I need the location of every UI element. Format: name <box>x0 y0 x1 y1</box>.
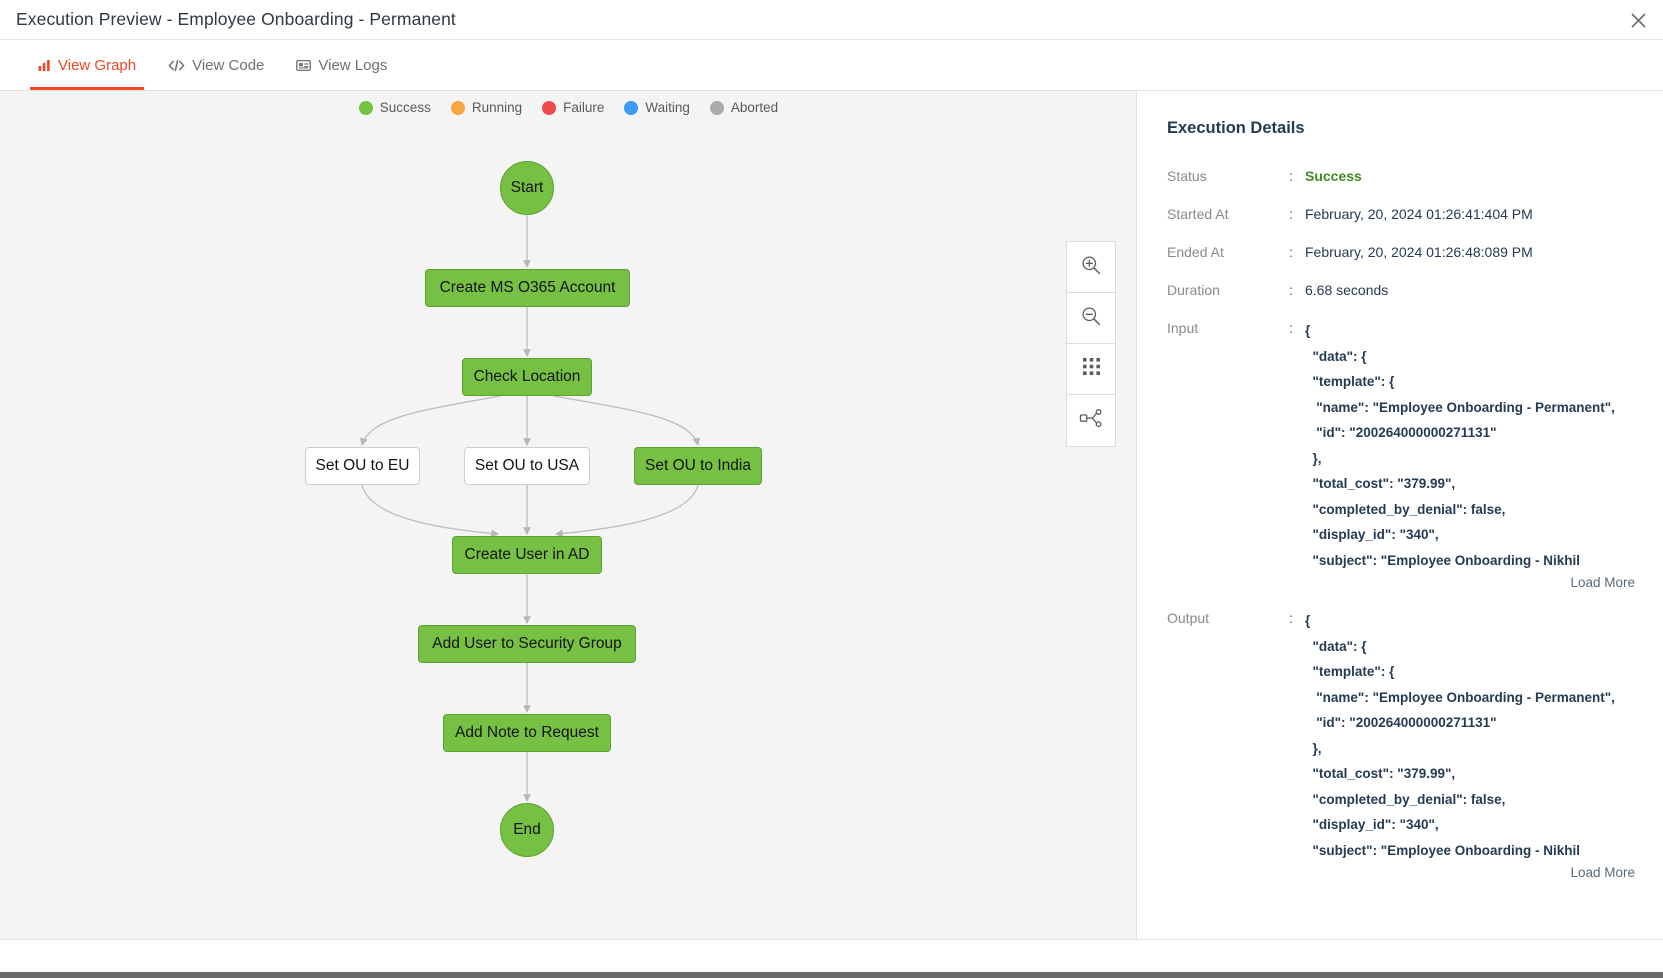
magnifier-minus-icon <box>1080 305 1102 332</box>
bar-chart-icon <box>38 59 51 72</box>
detail-row-output: Output : { "data": { "template": { "name… <box>1167 608 1663 880</box>
legend-label-success: Success <box>379 100 431 115</box>
graph-node-add-user-to-security-group[interactable]: Add User to Security Group <box>418 625 636 663</box>
detail-colon: : <box>1289 320 1293 336</box>
close-icon[interactable] <box>1627 9 1649 31</box>
graph-node-set-ou-to-eu-label: Set OU to EU <box>315 457 410 474</box>
detail-key-started-at: Started At <box>1167 206 1229 222</box>
graph-node-set-ou-to-eu[interactable]: Set OU to EU <box>305 447 420 485</box>
legend-dot-waiting <box>624 100 639 115</box>
tab-view-logs-label: View Logs <box>318 56 388 74</box>
input-json-block: { "data": { "template": { "name": "Emplo… <box>1305 323 1615 568</box>
footer-bar <box>0 939 1663 972</box>
detail-key-input: Input <box>1167 320 1199 336</box>
tab-view-code-label: View Code <box>192 56 265 74</box>
graph-node-set-ou-to-india[interactable]: Set OU to India <box>634 447 762 485</box>
page-title: Execution Preview - Employee Onboarding … <box>16 9 456 29</box>
detail-key-status: Status <box>1167 168 1207 184</box>
detail-row-ended-at: Ended At : February, 20, 2024 01:26:48:0… <box>1167 242 1663 262</box>
magnifier-plus-icon <box>1080 254 1102 281</box>
legend-dot-failure <box>542 100 557 115</box>
detail-colon: : <box>1289 244 1293 260</box>
graph-node-check-location-label: Check Location <box>473 368 581 385</box>
status-badge: Success <box>1305 168 1362 184</box>
graph-node-add-note-to-request[interactable]: Add Note to Request <box>443 714 611 752</box>
graph-node-end-label: End <box>513 821 541 838</box>
detail-colon: : <box>1289 206 1293 222</box>
tab-bar: View Graph View Code View Logs <box>0 39 1663 91</box>
zoom-in-button[interactable] <box>1067 242 1115 293</box>
legend-item-success: Success <box>358 100 431 115</box>
output-load-more-link[interactable]: Load More <box>1570 865 1635 880</box>
detail-key-ended-at: Ended At <box>1167 244 1224 260</box>
detail-value-duration: 6.68 seconds <box>1305 282 1389 298</box>
legend-dot-aborted <box>709 100 724 115</box>
tab-view-code[interactable]: View Code <box>152 40 280 90</box>
main-content: Success Running Failure Waiting Aborted <box>0 91 1663 939</box>
legend-item-running: Running <box>450 100 523 115</box>
graph-pane: Success Running Failure Waiting Aborted <box>0 91 1137 939</box>
input-load-more-link[interactable]: Load More <box>1570 575 1635 590</box>
log-list-icon <box>296 59 312 72</box>
graph-node-check-location[interactable]: Check Location <box>462 358 592 396</box>
detail-row-duration: Duration : 6.68 seconds <box>1167 280 1663 300</box>
legend-dot-success <box>358 100 373 115</box>
detail-value-ended-at: February, 20, 2024 01:26:48:089 PM <box>1305 244 1533 260</box>
legend-item-aborted: Aborted <box>709 100 779 115</box>
window-bottom-edge <box>0 972 1663 978</box>
legend-label-failure: Failure <box>563 100 605 115</box>
graph-node-add-note-to-request-label: Add Note to Request <box>455 724 599 741</box>
graph-node-end[interactable]: End <box>500 803 554 857</box>
legend-label-running: Running <box>471 100 523 115</box>
detail-row-input: Input : { "data": { "template": { "name"… <box>1167 318 1663 590</box>
graph-zoom-toolbar <box>1066 241 1116 447</box>
legend-item-failure: Failure <box>542 100 604 115</box>
node-graph-icon <box>1079 408 1103 433</box>
detail-colon: : <box>1289 282 1293 298</box>
detail-colon: : <box>1289 610 1293 626</box>
detail-key-duration: Duration <box>1167 282 1220 298</box>
layout-graph-button[interactable] <box>1067 395 1115 446</box>
graph-node-create-user-in-ad-label: Create User in AD <box>464 546 590 563</box>
graph-node-set-ou-to-usa-label: Set OU to USA <box>474 457 580 474</box>
tab-view-graph-label: View Graph <box>58 56 137 74</box>
graph-node-create-ms-o365-account[interactable]: Create MS O365 Account <box>425 269 630 307</box>
legend-dot-running <box>450 100 465 115</box>
detail-key-output: Output <box>1167 610 1210 626</box>
status-legend: Success Running Failure Waiting Aborted <box>0 100 1136 115</box>
legend-label-waiting: Waiting <box>645 100 690 115</box>
legend-item-waiting: Waiting <box>624 100 690 115</box>
tab-view-graph[interactable]: View Graph <box>22 40 152 90</box>
legend-label-aborted: Aborted <box>730 100 779 115</box>
output-json-block: { "data": { "template": { "name": "Emplo… <box>1305 613 1615 858</box>
fit-grid-button[interactable] <box>1067 344 1115 395</box>
detail-row-started-at: Started At : February, 20, 2024 01:26:41… <box>1167 204 1663 224</box>
graph-node-create-user-in-ad[interactable]: Create User in AD <box>452 536 602 574</box>
graph-node-start[interactable]: Start <box>500 161 554 215</box>
code-brackets-icon <box>168 59 185 72</box>
graph-edges <box>360 215 700 803</box>
detail-row-status: Status : Success <box>1167 166 1663 186</box>
grid-dots-icon <box>1082 357 1101 381</box>
tab-view-logs[interactable]: View Logs <box>280 40 403 90</box>
graph-node-create-ms-o365-account-label: Create MS O365 Account <box>439 279 616 296</box>
execution-details-title: Execution Details <box>1167 119 1305 137</box>
graph-node-add-user-to-security-group-label: Add User to Security Group <box>432 635 622 652</box>
graph-node-start-label: Start <box>510 179 544 196</box>
graph-node-set-ou-to-usa[interactable]: Set OU to USA <box>464 447 590 485</box>
window-titlebar: Execution Preview - Employee Onboarding … <box>0 0 1663 39</box>
execution-details-pane: Execution Details Status : Success Start… <box>1137 91 1663 939</box>
detail-value-started-at: February, 20, 2024 01:26:41:404 PM <box>1305 206 1533 222</box>
detail-colon: : <box>1289 168 1293 184</box>
zoom-out-button[interactable] <box>1067 293 1115 344</box>
graph-node-set-ou-to-india-label: Set OU to India <box>645 457 751 474</box>
